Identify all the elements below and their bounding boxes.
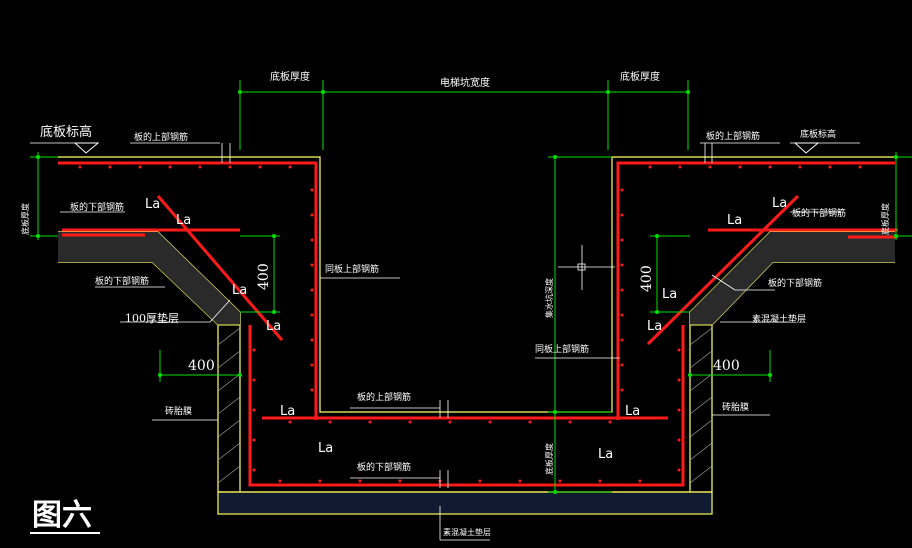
top-left-thickness-label: 底板厚度 xyxy=(270,70,310,83)
dim-400-right-horizontal: 400 xyxy=(713,358,740,374)
drawing-labels: 底板标高 底板厚度 底板厚度 电梯坑宽度 板的上部钢筋 板的上部钢筋 底板标高 … xyxy=(20,70,890,537)
left-wall-rebar-label: 同板上部钢筋 xyxy=(325,263,379,275)
la-label-5: La xyxy=(280,404,295,419)
dim-400-left-vertical: 400 xyxy=(256,263,272,290)
cushion-hatch xyxy=(58,232,895,325)
rebar-lines xyxy=(58,161,898,487)
cushion-100-label: 100厚垫层 xyxy=(125,311,179,325)
la-label-1: La xyxy=(145,197,160,212)
bottom-cushion-fill xyxy=(219,493,711,513)
pit-bottom-thickness-vertical-label: 底板厚度 xyxy=(544,443,554,475)
dimension-ticks xyxy=(36,90,898,494)
pit-bottom-top-rebar-label: 板的上部钢筋 xyxy=(357,391,411,403)
right-bottom-rebar-label: 板的下部钢筋 xyxy=(792,207,846,219)
dim-400-right-vertical: 400 xyxy=(639,265,655,292)
la-label-6: La xyxy=(318,441,333,456)
la-label-11: La xyxy=(625,404,640,419)
left-slope-rebar-label: 板的下部钢筋 xyxy=(95,275,149,287)
right-slope-rebar-label: 板的下部钢筋 xyxy=(768,277,822,289)
brick-mould xyxy=(217,324,713,493)
elevation-marker-right-icon xyxy=(793,142,820,154)
base-elevation-label-main: 底板标高 xyxy=(40,124,92,140)
right-top-rebar-label: 板的上部钢筋 xyxy=(706,130,760,142)
elevation-marker-left-icon xyxy=(73,142,100,154)
figure-title: 图六 xyxy=(32,498,92,533)
right-thickness-vertical-label: 底板厚度 xyxy=(880,203,890,235)
la-label-12: La xyxy=(598,447,613,462)
pit-bottom-bottom-rebar-label: 板的下部钢筋 xyxy=(357,461,411,473)
base-elevation-label-right: 底板标高 xyxy=(800,128,836,140)
la-label-7: La xyxy=(727,213,742,228)
top-right-thickness-label: 底板厚度 xyxy=(620,70,660,83)
dim-400-left-horizontal: 400 xyxy=(188,358,215,374)
right-wall-rebar-label: 同板上部钢筋 xyxy=(535,343,589,355)
la-label-3: La xyxy=(232,283,247,298)
la-label-8: La xyxy=(772,196,787,211)
brick-mould-right-label: 砖胎膜 xyxy=(722,401,749,413)
la-label-9: La xyxy=(662,287,677,302)
pit-depth-vertical-label: 集水坑深度 xyxy=(544,278,554,318)
left-bottom-rebar-label: 板的下部钢筋 xyxy=(70,201,124,213)
left-thickness-vertical-label: 底板厚度 xyxy=(20,203,30,235)
right-cushion-label: 素混凝土垫层 xyxy=(752,313,806,325)
la-label-2: La xyxy=(176,213,191,228)
la-label-10: La xyxy=(647,319,662,334)
la-label-4: La xyxy=(266,319,281,334)
rebar-dots xyxy=(78,165,862,483)
brick-mould-left-label: 砖胎膜 xyxy=(165,405,192,417)
left-top-rebar-label: 板的上部钢筋 xyxy=(134,131,188,143)
pit-width-label: 电梯坑宽度 xyxy=(440,76,490,89)
bottom-cushion-label: 素混凝土垫层 xyxy=(443,527,491,537)
